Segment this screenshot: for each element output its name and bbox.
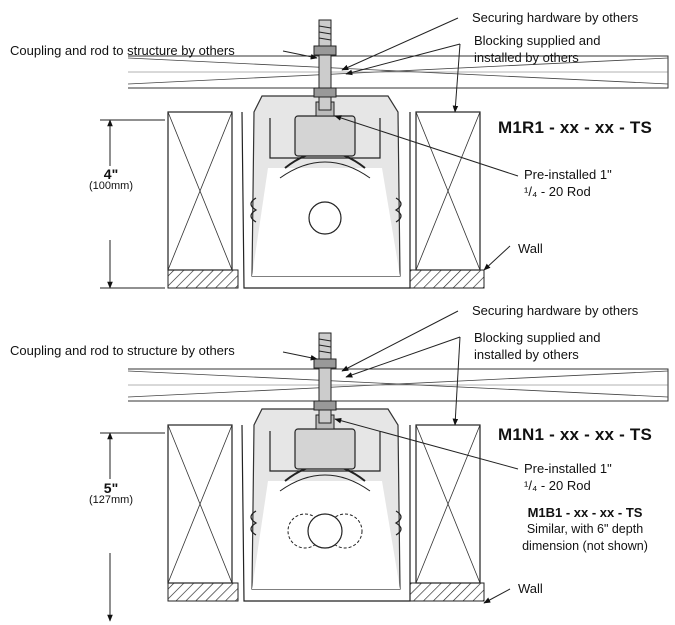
dimension-value-top: 4" [103, 166, 119, 182]
blocking-label-bottom-2: installed by others [474, 347, 579, 362]
model-label-top: M1R1 - xx - xx - TS [498, 118, 653, 137]
dimension-metric-top: (100mm) [88, 180, 133, 192]
rod-label-bottom-1: Pre-installed 1" [524, 461, 612, 476]
rod-label-bottom-2: ¹/₄ - 20 Rod [524, 478, 591, 493]
blocking-label-top-1: Blocking supplied and [474, 33, 601, 48]
coupling-label-top: Coupling and rod to structure by others [10, 43, 235, 58]
securing-label-top: Securing hardware by others [472, 10, 639, 25]
rod-label-top-1: Pre-installed 1" [524, 167, 612, 182]
model-label-bottom: M1N1 - xx - xx - TS [498, 425, 653, 444]
blocking-label-top-2: installed by others [474, 50, 579, 65]
dimension-metric-bottom: (127mm) [88, 494, 133, 506]
alt-model-label: M1B1 - xx - xx - TS [527, 505, 643, 520]
wall-label-top: Wall [518, 241, 543, 256]
alt-model-note: M1B1 - xx - xx - TS Similar, with 6" dep… [510, 504, 660, 555]
coupling-label-bottom: Coupling and rod to structure by others [10, 343, 235, 358]
top-view [100, 17, 669, 289]
dimension-top: 4" (100mm) [76, 166, 146, 192]
alt-model-line-2: dimension (not shown) [522, 539, 648, 553]
dimension-value-bottom: 5" [103, 480, 119, 496]
conduit-circle [308, 201, 342, 235]
securing-label-bottom: Securing hardware by others [472, 303, 639, 318]
dimension-bottom: 5" (127mm) [76, 480, 146, 506]
rod-label-top-2: ¹/₄ - 20 Rod [524, 184, 591, 199]
bottom-view [100, 310, 669, 622]
blocking-label-bottom-1: Blocking supplied and [474, 330, 601, 345]
alt-model-line-1: Similar, with 6" depth [526, 522, 644, 536]
wall-label-bottom: Wall [518, 581, 543, 596]
